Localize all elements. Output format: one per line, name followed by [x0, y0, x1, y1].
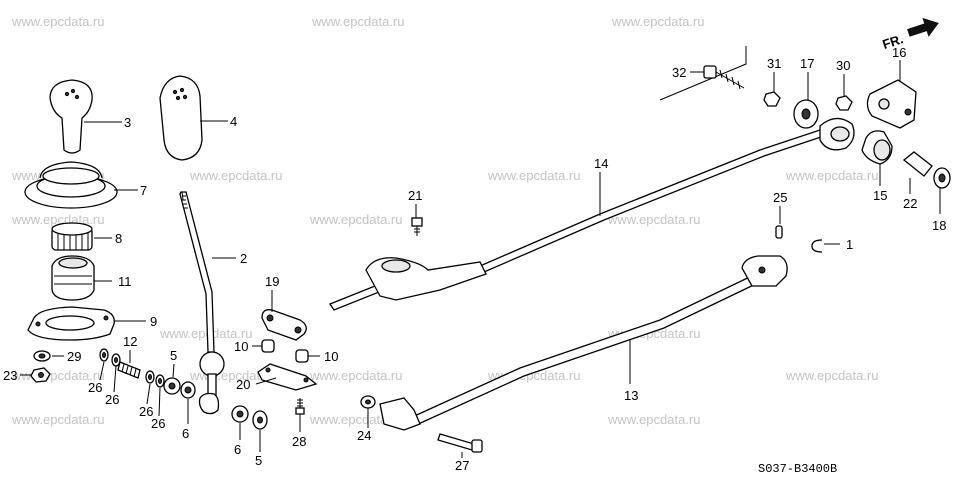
callout-23: 23 — [3, 368, 17, 383]
callout-26: 26 — [139, 404, 153, 419]
callout-10: 10 — [324, 349, 338, 364]
callout-17: 17 — [800, 56, 814, 71]
watermark: www.epcdata.ru — [309, 212, 403, 227]
callout-20: 20 — [236, 377, 250, 392]
part-8-ring[interactable] — [51, 222, 93, 251]
part-19-link-bracket[interactable] — [261, 309, 307, 341]
callout-18: 18 — [932, 218, 946, 233]
part-23-nut[interactable] — [30, 367, 51, 383]
part-12-collar[interactable] — [117, 361, 141, 379]
part-2-shift-lever[interactable] — [179, 191, 225, 415]
callout-11: 11 — [118, 274, 132, 289]
part-31-bolt[interactable] — [763, 91, 781, 107]
part-32-bolt[interactable] — [703, 65, 745, 90]
part-5-bushing[interactable] — [252, 410, 268, 430]
callout-26: 26 — [151, 416, 165, 431]
callout-24: 24 — [357, 428, 371, 443]
watermark: www.epcdata.ru — [11, 14, 105, 29]
part-26-washer[interactable] — [155, 374, 165, 388]
callout-7: 7 — [140, 183, 147, 198]
part-14-shift-rod[interactable] — [329, 117, 855, 311]
part-20-bracket[interactable] — [257, 363, 318, 391]
callout-30: 30 — [836, 58, 850, 73]
part-29-washer[interactable] — [33, 350, 51, 362]
bracket-outline — [659, 46, 747, 101]
callout-26: 26 — [105, 392, 119, 407]
part-24-nut[interactable] — [360, 395, 376, 409]
part-13-extension-rod[interactable] — [379, 255, 788, 431]
callout-8: 8 — [115, 231, 122, 246]
watermark-layer: www.epcdata.ru www.epcdata.ru www.epcdat… — [11, 14, 879, 427]
callout-15: 15 — [873, 188, 887, 203]
callout-28: 28 — [292, 434, 306, 449]
part-22-sleeve[interactable] — [902, 151, 933, 177]
watermark: www.epcdata.ru — [785, 168, 879, 183]
watermark: www.epcdata.ru — [311, 14, 405, 29]
part-9-base-plate[interactable] — [27, 306, 115, 341]
drawing-code: S037-B3400B — [758, 462, 837, 476]
callout-31: 31 — [767, 56, 781, 71]
callout-9: 9 — [150, 314, 157, 329]
watermark: www.epcdata.ru — [487, 168, 581, 183]
callout-5: 5 — [255, 453, 262, 468]
watermark: www.epcdata.ru — [159, 326, 253, 341]
callout-13: 13 — [624, 388, 638, 403]
callout-32: 32 — [672, 65, 686, 80]
part-6-bushing[interactable] — [231, 405, 249, 423]
part-10-bushing[interactable] — [261, 339, 275, 353]
callout-19: 19 — [265, 274, 279, 289]
callout-21: 21 — [408, 188, 422, 203]
front-direction-indicator: FR. — [880, 17, 939, 52]
part-3-shift-knob[interactable] — [49, 79, 93, 154]
callout-2: 2 — [240, 251, 247, 266]
watermark: www.epcdata.ru — [607, 412, 701, 427]
callout-29: 29 — [67, 349, 81, 364]
callout-25: 25 — [773, 190, 787, 205]
watermark: www.epcdata.ru — [607, 212, 701, 227]
part-5-bushing[interactable] — [163, 377, 181, 395]
part-4-shift-knob[interactable] — [159, 75, 203, 161]
callout-12: 12 — [123, 334, 137, 349]
part-26-washer[interactable] — [145, 370, 155, 384]
watermark: www.epcdata.ru — [611, 14, 705, 29]
watermark: www.epcdata.ru — [785, 368, 879, 383]
part-6-bushing[interactable] — [180, 381, 196, 399]
front-direction-label: FR. — [880, 31, 905, 52]
part-11-bellows[interactable] — [51, 255, 95, 301]
callout-6: 6 — [234, 442, 241, 457]
part-28-bolt[interactable] — [295, 398, 305, 415]
part-17-bushing[interactable] — [793, 99, 819, 129]
callout-10: 10 — [234, 339, 248, 354]
part-21-bolt[interactable] — [411, 217, 423, 236]
callout-1: 1 — [846, 237, 853, 252]
watermark: www.epcdata.ru — [189, 168, 283, 183]
part-25-pin[interactable] — [775, 225, 783, 239]
arrow-icon — [907, 17, 939, 37]
callout-16: 16 — [892, 45, 906, 60]
part-15-bushing[interactable] — [861, 130, 893, 165]
part-26-washer[interactable] — [111, 353, 121, 367]
watermark: www.epcdata.ru — [11, 412, 105, 427]
callout-22: 22 — [903, 196, 917, 211]
part-10-bushing[interactable] — [295, 349, 309, 363]
part-26-washer[interactable] — [99, 348, 109, 362]
callout-26: 26 — [88, 380, 102, 395]
part-30-bolt[interactable] — [835, 95, 853, 111]
watermark: www.epcdata.ru — [309, 368, 403, 383]
callout-5: 5 — [170, 348, 177, 363]
callout-3: 3 — [124, 115, 131, 130]
part-7-shift-boot[interactable] — [24, 161, 118, 209]
part-18-washer[interactable] — [933, 167, 951, 189]
callout-6: 6 — [182, 426, 189, 441]
watermark: www.epcdata.ru — [309, 412, 403, 427]
callout-4: 4 — [230, 114, 237, 129]
callout-14: 14 — [594, 156, 608, 171]
part-1-clip[interactable] — [811, 239, 823, 253]
part-27-bolt[interactable] — [437, 433, 483, 453]
callout-27: 27 — [455, 458, 469, 473]
part-16-mount-bracket[interactable] — [866, 79, 917, 129]
